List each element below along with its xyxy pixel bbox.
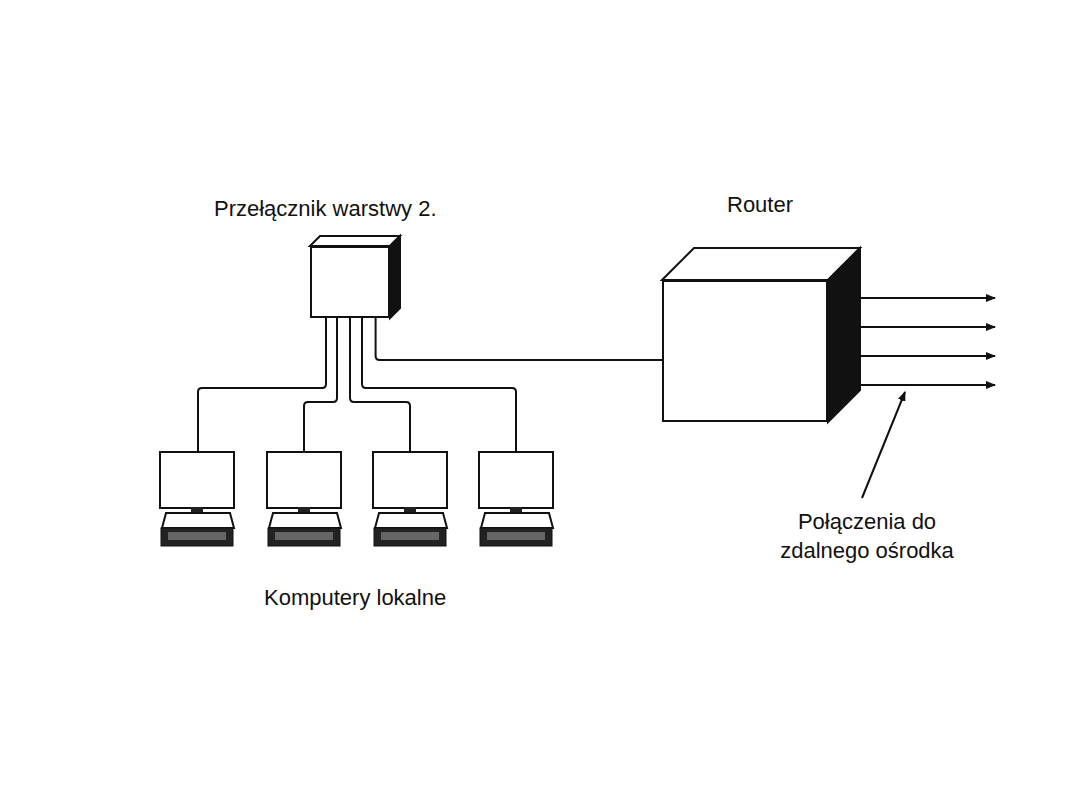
box-3d-faces	[664, 282, 665, 283]
uplink-cable	[376, 318, 662, 360]
computer-icon	[479, 452, 553, 546]
node-heading: Przełącznik warstwy 2.	[212, 196, 439, 222]
router-box	[662, 280, 828, 422]
switch-box	[310, 246, 390, 318]
box-3d-faces	[312, 248, 313, 249]
leader-line	[862, 392, 905, 498]
callout-label: Połączenia do zdalnego ośrodka	[767, 508, 967, 565]
lan-wires	[198, 318, 516, 452]
remote-links	[857, 298, 995, 498]
node-heading: Router	[725, 192, 795, 218]
group-label: Komputery lokalne	[264, 584, 446, 613]
computer-icon	[160, 452, 234, 546]
computer-icon	[267, 452, 341, 546]
computer-icon	[373, 452, 447, 546]
computers	[160, 452, 553, 546]
